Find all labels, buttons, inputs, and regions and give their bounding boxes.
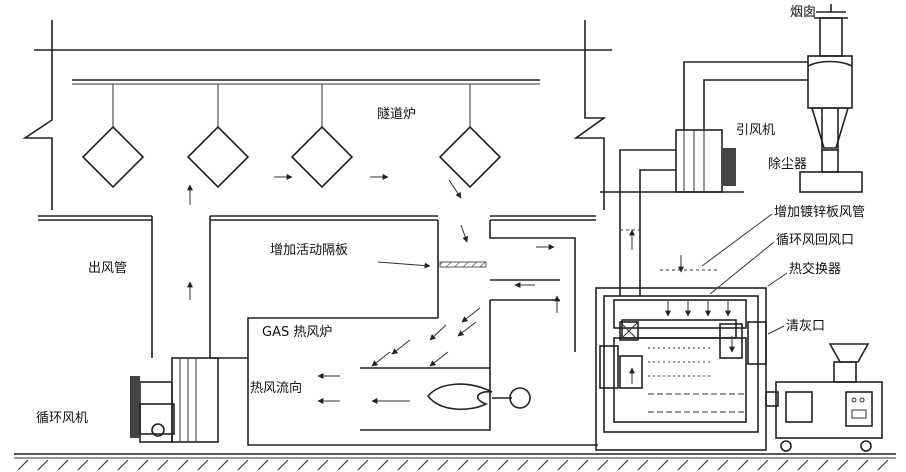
product-hanger (438, 84, 502, 189)
product-hanger (186, 84, 250, 189)
chimney (814, 4, 848, 57)
outlet-duct-label: 出风管 (88, 261, 127, 276)
galvanized-duct-label: 增加镀锌板风管 (774, 204, 865, 220)
dust-collector (799, 55, 863, 193)
tunnel-furnace-label: 隧道炉 (377, 106, 416, 122)
galvanized-duct (619, 149, 676, 296)
outlet-duct (151, 216, 211, 358)
chimney-label: 烟囱 (790, 5, 816, 20)
product-hanger (290, 84, 354, 189)
movable-baffle (377, 261, 487, 269)
circulation-fan-label: 循环风机 (36, 411, 88, 426)
burner-unit (765, 343, 883, 452)
dust-collector-label: 除尘器 (768, 157, 807, 172)
cleanout-port-label: 清灰口 (786, 319, 825, 334)
ground (14, 453, 896, 471)
movable-baffle-label: 增加活动隔板 (270, 243, 348, 258)
gas-furnace-label: GAS 热风炉 (262, 325, 332, 340)
induced-fan-label: 引风机 (736, 123, 775, 138)
product-hanger (81, 84, 145, 189)
circulation-fan (130, 357, 219, 443)
return-air-port (660, 241, 775, 295)
gas-hot-air-furnace (210, 299, 598, 446)
hot-air-direction-label: 热风流向 (250, 380, 302, 396)
return-duct (437, 220, 684, 352)
heat-exchanger-label: 热交换器 (789, 261, 841, 277)
return-air-port-label: 循环风回风口 (776, 233, 854, 248)
tunnel-furnace (22, 20, 612, 221)
induced-fan (675, 61, 808, 193)
heat-exchanger (595, 287, 767, 451)
